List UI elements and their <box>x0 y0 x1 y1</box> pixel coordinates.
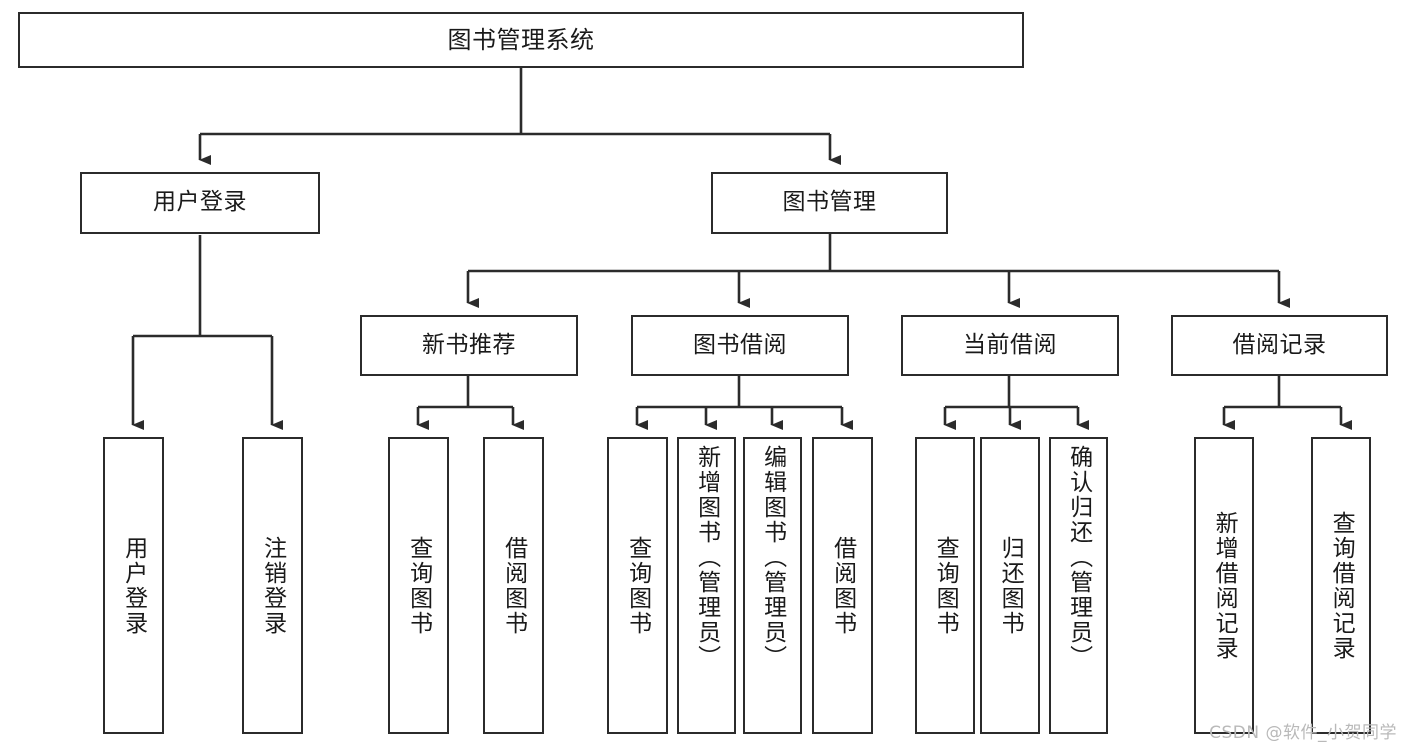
node-label: 借阅图书 <box>500 535 527 636</box>
node-label: 归还图书 <box>997 535 1024 636</box>
node-label: 图书管理 <box>782 189 877 216</box>
leaf-add-book-admin[interactable]: 新增图书（管理员） <box>677 437 736 734</box>
node-label: 当前借阅 <box>963 331 1057 358</box>
node-current-borrow[interactable]: 当前借阅 <box>901 315 1119 376</box>
node-label: 查询图书 <box>624 535 651 636</box>
watermark-text: CSDN @软件_小贺同学 <box>1209 723 1397 743</box>
leaf-borrow-book-borrow[interactable]: 借阅图书 <box>812 437 873 734</box>
node-label: 编辑图书（管理员） <box>759 445 786 670</box>
leaf-confirm-return-admin[interactable]: 确认归还（管理员） <box>1049 437 1108 734</box>
leaf-add-borrow-record[interactable]: 新增借阅记录 <box>1194 437 1254 734</box>
node-label: 查询借阅记录 <box>1328 510 1355 661</box>
leaf-query-book-recommend[interactable]: 查询图书 <box>388 437 449 734</box>
node-user-login[interactable]: 用户登录 <box>80 172 320 234</box>
node-label: 注销登录 <box>259 535 286 636</box>
leaf-user-login[interactable]: 用户登录 <box>103 437 164 734</box>
leaf-return-book[interactable]: 归还图书 <box>980 437 1040 734</box>
node-new-book-recommend[interactable]: 新书推荐 <box>360 315 578 376</box>
node-label: 图书借阅 <box>693 331 787 358</box>
node-root-system[interactable]: 图书管理系统 <box>18 12 1024 68</box>
node-book-borrow[interactable]: 图书借阅 <box>631 315 849 376</box>
leaf-query-book-borrow[interactable]: 查询图书 <box>607 437 668 734</box>
node-label: 借阅图书 <box>829 535 856 636</box>
node-label: 借阅记录 <box>1232 331 1327 358</box>
node-label: 查询图书 <box>405 535 432 636</box>
leaf-query-book-current[interactable]: 查询图书 <box>915 437 975 734</box>
node-label: 用户登录 <box>153 189 247 216</box>
node-label: 新增借阅记录 <box>1211 510 1238 661</box>
leaf-logout-login[interactable]: 注销登录 <box>242 437 303 734</box>
node-label: 用户登录 <box>120 535 147 636</box>
leaf-query-borrow-record[interactable]: 查询借阅记录 <box>1311 437 1371 734</box>
node-label: 确认归还（管理员） <box>1065 445 1092 670</box>
leaf-edit-book-admin[interactable]: 编辑图书（管理员） <box>743 437 802 734</box>
node-label: 图书管理系统 <box>447 25 595 54</box>
node-label: 新书推荐 <box>422 331 516 358</box>
node-label: 查询图书 <box>932 535 959 636</box>
node-book-manage[interactable]: 图书管理 <box>711 172 948 234</box>
leaf-borrow-book-recommend[interactable]: 借阅图书 <box>483 437 544 734</box>
node-borrow-record[interactable]: 借阅记录 <box>1171 315 1388 376</box>
node-label: 新增图书（管理员） <box>693 445 720 670</box>
